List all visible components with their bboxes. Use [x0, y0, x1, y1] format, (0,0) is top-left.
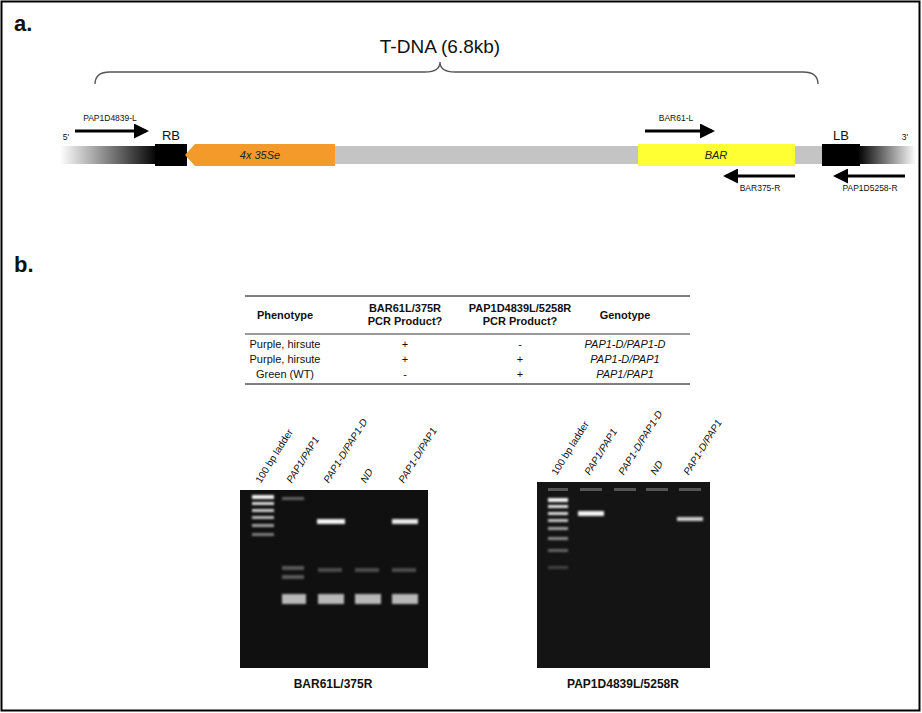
panel-letter: b.: [14, 252, 34, 277]
table-header: Phenotype: [257, 309, 313, 322]
flanking-dna: [60, 146, 158, 164]
promoter-box: 4x 35Se: [185, 144, 335, 166]
region-label: T-DNA (6.8kb): [380, 36, 500, 58]
primer-name: PAP1D4839-L: [83, 114, 137, 124]
gene-box: BAR: [638, 144, 795, 166]
table-cell: +: [517, 368, 523, 381]
left-border: [822, 144, 860, 166]
strand-end: 3': [902, 133, 908, 143]
bracket: [95, 62, 818, 84]
primer-name: BAR375-R: [740, 184, 781, 194]
table-cell: +: [402, 353, 408, 366]
table-cell: Purple, hirsute: [250, 353, 321, 366]
primer-name: PAP1D5258-R: [842, 184, 897, 194]
table-cell: Green (WT): [256, 368, 314, 381]
table-cell: +: [517, 353, 523, 366]
flanking-dna: [858, 146, 916, 164]
right-border: [155, 144, 187, 166]
gel-caption: BAR61L/375R: [294, 678, 373, 692]
node-text: 4x 35Se: [240, 149, 280, 161]
t-dna-backbone: [792, 146, 825, 164]
table-rule: [245, 384, 690, 385]
table-header: BAR61L/375R PCR Product?: [360, 302, 450, 327]
table-cell: +: [402, 338, 408, 351]
table-header: PAP1D4839L/5258R PCR Product?: [463, 302, 577, 327]
primer-name: BAR61-L: [659, 114, 694, 124]
table-rule: [245, 296, 690, 297]
primer-arrow: [836, 175, 905, 178]
primer-arrow: [75, 130, 146, 133]
primer-arrow: [645, 130, 712, 133]
gel-image: [240, 490, 428, 668]
border-name: RB: [162, 129, 180, 144]
node-outline: [185, 144, 335, 166]
gel-image: [537, 482, 710, 668]
strand-end: 5': [63, 133, 69, 143]
table-cell: -: [403, 368, 407, 381]
table-cell: PAP1/PAP1: [596, 368, 654, 381]
table-cell: PAP1-D/PAP1: [590, 353, 659, 366]
table-cell: Purple, hirsute: [250, 338, 321, 351]
gel-caption: PAP1D4839L/5258R: [567, 678, 679, 692]
table-cell: -: [518, 338, 522, 351]
border-name: LB: [833, 129, 849, 144]
node-outline: [638, 144, 795, 166]
table-rule: [245, 334, 690, 335]
table-cell: PAP1-D/PAP1-D: [585, 338, 666, 351]
table-header: Genotype: [600, 309, 651, 322]
panel-letter: a.: [14, 11, 32, 36]
t-dna-backbone: [330, 146, 642, 164]
primer-arrow: [726, 175, 795, 178]
node-text: BAR: [705, 149, 728, 161]
